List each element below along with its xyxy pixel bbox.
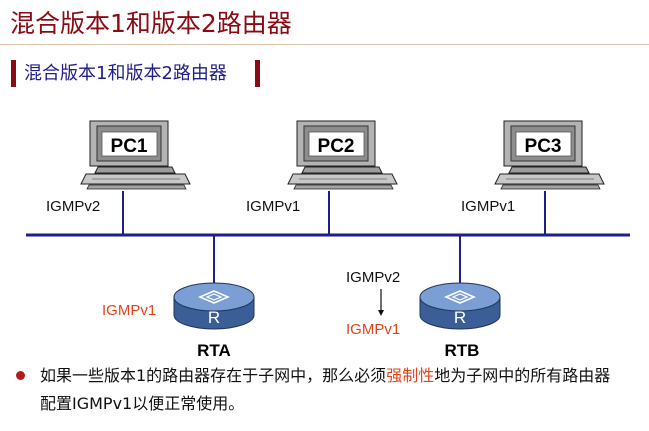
pc1-label: PC1	[111, 136, 148, 157]
section-subtitle: 混合版本1和版本2路由器	[24, 63, 227, 84]
title-divider	[0, 44, 649, 45]
explanation-text: 如果一些版本1的路由器存在于子网中，那么必须强制性地为子网中的所有路由器配置IG…	[40, 362, 620, 418]
rtb-router-icon	[419, 282, 501, 330]
pc3-igmp-version: IGMPv1	[461, 198, 515, 215]
rta-label: RTA	[197, 341, 231, 360]
network-diagram: R PC1 PC2 PC3 IGMPv2 IGMPv1 IGMPv1 RTA I…	[26, 120, 630, 360]
subtitle-marker-right	[255, 60, 260, 87]
pc1-computer-icon: PC1	[80, 120, 191, 190]
subtitle-marker-left	[11, 60, 16, 87]
pc3-computer-icon: PC3	[494, 120, 605, 190]
pc3-label: PC3	[525, 136, 562, 157]
pc2-computer-icon: PC2	[287, 120, 398, 190]
rtb-forced-igmp-version: IGMPv1	[346, 321, 400, 338]
rta-igmp-version: IGMPv1	[102, 302, 156, 319]
slide-title: 混合版本1和版本2路由器	[10, 9, 292, 38]
rta-router-icon	[173, 282, 255, 330]
pc2-label: PC2	[318, 136, 355, 157]
pc2-igmp-version: IGMPv1	[246, 198, 300, 215]
downgrade-arrow-icon	[378, 310, 384, 316]
note-text-highlight: 强制性	[386, 366, 435, 385]
rtb-label: RTB	[445, 341, 480, 360]
pc1-igmp-version: IGMPv2	[46, 198, 100, 215]
rtb-configured-igmp-version: IGMPv2	[346, 269, 400, 286]
note-text-start: 如果一些版本1的路由器存在于子网中，那么必须	[40, 366, 387, 385]
bullet-icon	[16, 371, 25, 380]
note-text-end: 地为子网中的所有路由器配置IGMPv1以便正常使用。	[40, 366, 611, 413]
